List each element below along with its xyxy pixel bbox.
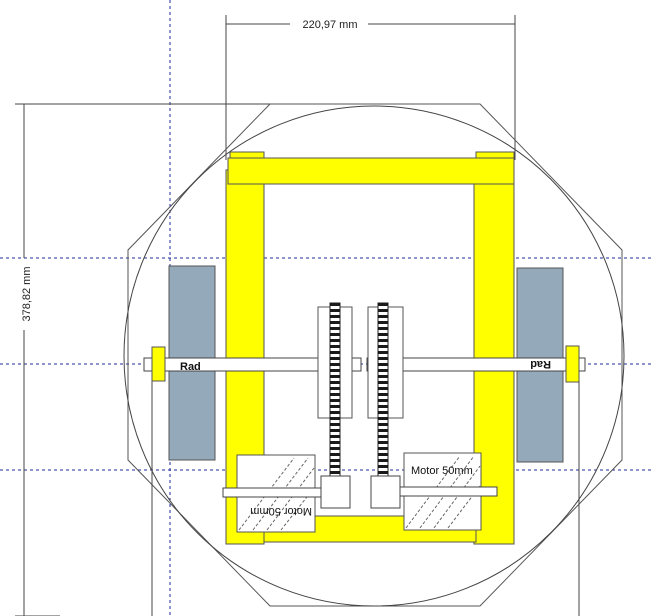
gear-tooth [378,411,388,414]
gear-tooth [330,315,340,318]
gear-tooth [378,363,388,366]
coupler-right [370,475,401,509]
gear-tooth [330,405,340,408]
gear-tooth [378,405,388,408]
motor-left-label: Motor 50mm [250,505,312,517]
gear-tooth [330,345,340,348]
gear-tooth [378,375,388,378]
gear-tooth [378,429,388,432]
gear-tooth [330,303,340,306]
gear-tooth [330,333,340,336]
gear-tooth [330,387,340,390]
gear-tooth [378,423,388,426]
hub-left [151,346,166,382]
gear-tooth [330,321,340,324]
gear-tooth [378,435,388,438]
width-dimension-label: 220,97 mm [302,19,357,31]
gear-tooth [378,321,388,324]
gear-tooth [330,429,340,432]
gear-tooth [330,471,340,474]
gear-tooth [330,327,340,330]
coupler-left [320,475,351,509]
wheel-right-label: Rad [530,358,551,370]
gear-tooth [330,363,340,366]
gear-tooth [378,447,388,450]
gear-tooth [378,327,388,330]
gear-tooth [378,315,388,318]
hub-right [565,345,580,383]
gear-tooth [330,453,340,456]
gear-tooth [330,465,340,468]
gear-track-right [377,302,389,501]
gear-tooth [378,303,388,306]
gear-tooth [378,441,388,444]
gear-tooth [330,369,340,372]
height-dimension [15,103,270,616]
gear-tooth [330,339,340,342]
gear-tooth [330,423,340,426]
height-dimension-label: 378,82 mm [21,266,33,321]
gear-tooth [378,357,388,360]
gear-tooth [378,471,388,474]
gear-tooth [330,411,340,414]
gear-track-left [329,302,341,501]
gear-tooth [330,375,340,378]
octagon-outline [127,103,623,607]
frame-top-bar [227,157,515,185]
gear-tooth [330,399,340,402]
gear-tooth [378,393,388,396]
gear-tooth [378,417,388,420]
gear-tooth [378,309,388,312]
gear-tooth [378,399,388,402]
gear-tooth [330,393,340,396]
gear-tooth [330,351,340,354]
gear-tooth [378,465,388,468]
gear-tooth [378,351,388,354]
gear-tooth [330,459,340,462]
gear-tooth [378,387,388,390]
gear-tooth [330,381,340,384]
gear-tooth [330,357,340,360]
width-dimension [225,15,516,160]
gear-tooth [330,435,340,438]
gear-tooth [378,381,388,384]
motor-right-label: Motor 50mm [411,465,473,477]
gear-tooth [378,453,388,456]
circle-outline [123,105,625,607]
gear-tooth [378,345,388,348]
axle-left [143,357,362,372]
gear-tooth [378,333,388,336]
gear-tooth [330,309,340,312]
axle-right [366,357,586,372]
wheel-left-label: Rad [180,361,201,373]
gear-tooth [330,447,340,450]
gear-tooth [378,339,388,342]
gear-tooth [330,441,340,444]
gear-tooth [378,459,388,462]
gear-tooth [330,417,340,420]
gear-tooth [378,369,388,372]
